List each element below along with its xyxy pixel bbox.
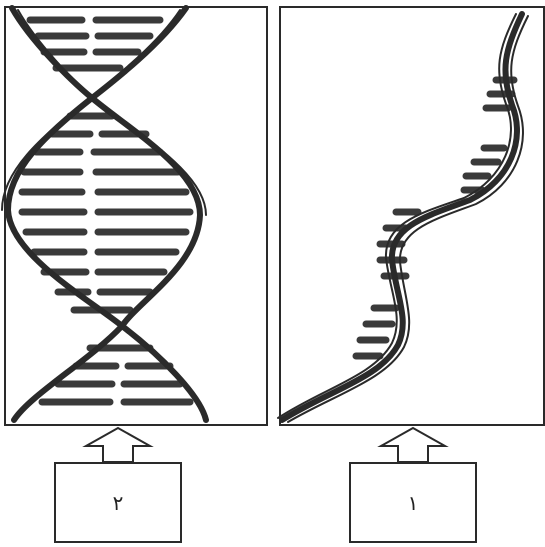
arrow-left bbox=[86, 428, 150, 462]
label-box-2: ٢ bbox=[54, 462, 182, 543]
single-strand bbox=[278, 14, 528, 422]
single-strand-backbone bbox=[282, 14, 522, 420]
label-box-1: ١ bbox=[349, 462, 477, 543]
label-2-text: ٢ bbox=[113, 491, 124, 515]
double-helix bbox=[2, 8, 206, 420]
label-1-text: ١ bbox=[408, 491, 419, 515]
arrow-right bbox=[381, 428, 445, 462]
up-arrow-icon bbox=[86, 428, 150, 462]
up-arrow-icon bbox=[381, 428, 445, 462]
single-strand-rungs bbox=[356, 80, 514, 356]
